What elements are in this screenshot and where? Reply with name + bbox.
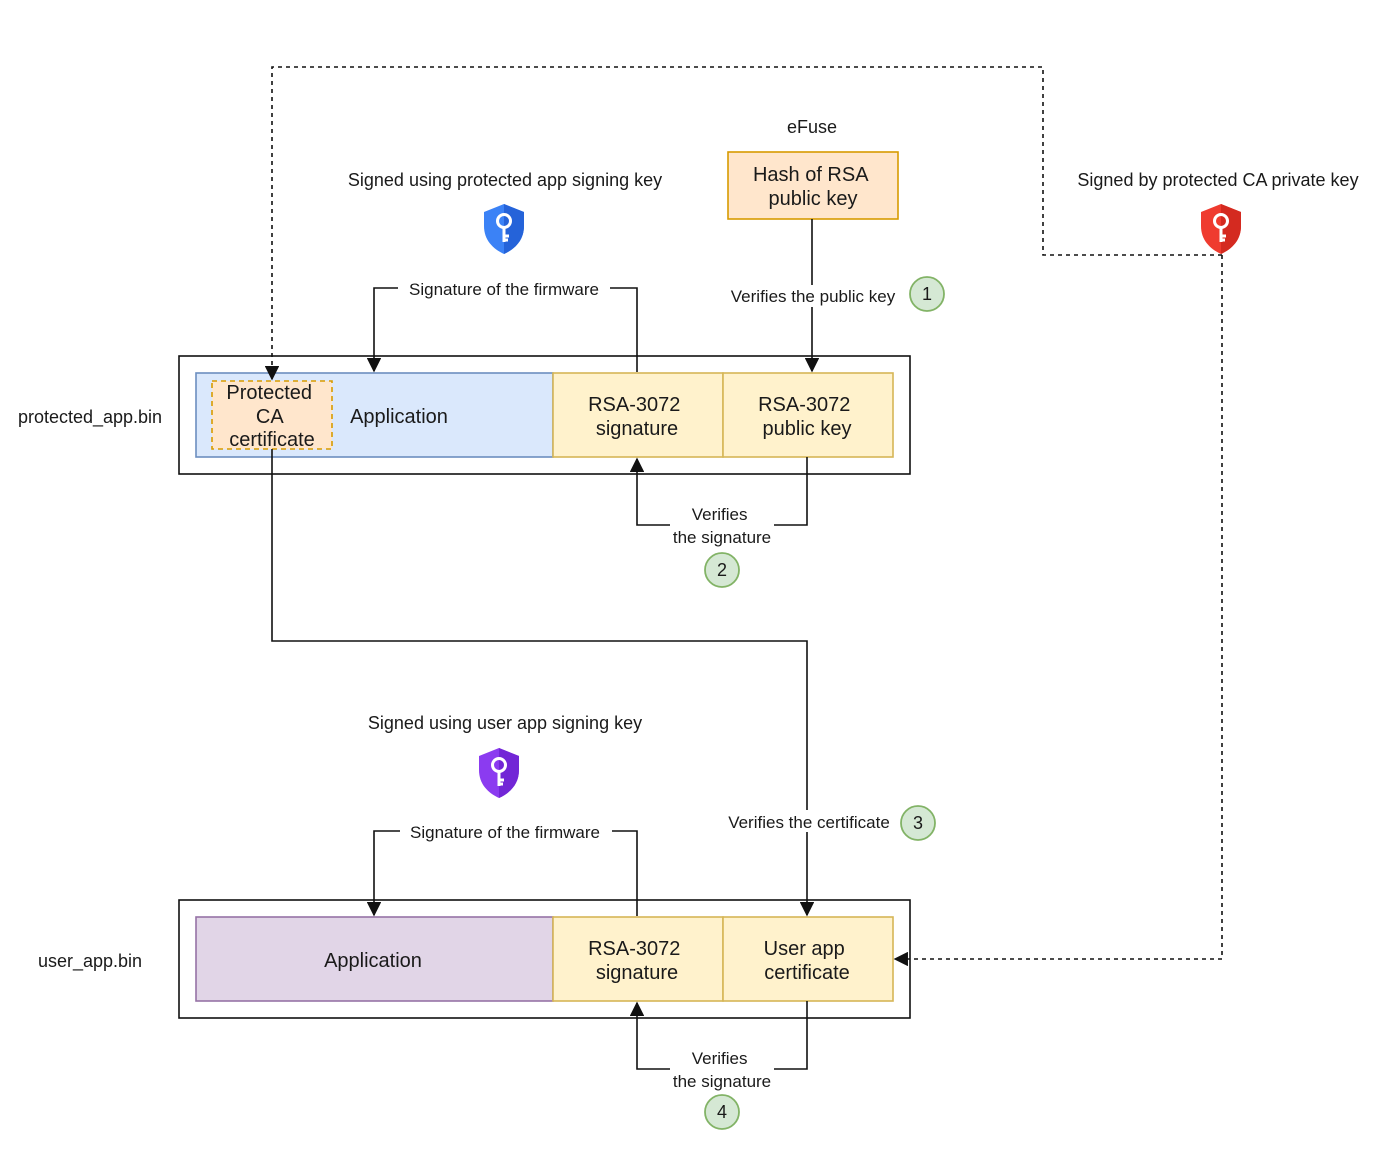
purple-shield-key-icon	[479, 748, 519, 798]
user-certificate-text: User app certificate	[764, 938, 851, 984]
protected-app-key-label: Signed using protected app signing key	[348, 170, 662, 190]
efuse-hash-box	[727, 151, 899, 220]
red-shield-key-icon	[1201, 204, 1241, 254]
efuse-title: eFuse	[787, 117, 837, 137]
protected-signature-block	[552, 372, 724, 458]
efuse-hash-text: Hash of RSA public key	[753, 164, 873, 210]
user-application-block	[195, 916, 554, 1002]
sig-fw-bottom-label: Signature of the firmware	[410, 823, 600, 842]
verifies-sig-top-label: Verifies the signature	[673, 505, 771, 547]
step-2-badge: 2	[704, 552, 740, 588]
user-application-text: Application	[324, 950, 422, 972]
blue-shield-key-icon	[484, 204, 524, 254]
sig-fw-top-label: Signature of the firmware	[409, 280, 599, 299]
svg-text:1: 1	[922, 284, 932, 304]
protected-bin-label: protected_app.bin	[18, 407, 162, 428]
ca-signing-dashed-connector-bottom	[893, 255, 1223, 967]
svg-text:3: 3	[913, 813, 923, 833]
protected-ca-certificate-text: Protected CA certificate	[226, 382, 317, 451]
step-1-badge: 1	[909, 276, 945, 312]
protected-ca-key-label: Signed by protected CA private key	[1077, 170, 1358, 190]
svg-text:2: 2	[717, 560, 727, 580]
verifies-cert-label: Verifies the certificate	[728, 813, 890, 832]
protected-public-key-text: RSA-3072 public key	[758, 394, 856, 440]
svg-text:4: 4	[717, 1102, 727, 1122]
verifies-cert-connector	[271, 449, 815, 917]
ca-signing-dashed-connector-top	[264, 66, 1222, 381]
verifies-sig-bottom-label: Verifies the signature	[673, 1049, 771, 1091]
user-certificate-block	[722, 916, 894, 1002]
user-signature-text: RSA-3072 signature	[588, 938, 686, 984]
protected-signature-text: RSA-3072 signature	[588, 394, 686, 440]
user-signature-block	[552, 916, 724, 1002]
step-3-badge: 3	[900, 805, 936, 841]
user-bin-label: user_app.bin	[38, 951, 142, 972]
verifies-pubkey-label: Verifies the public key	[731, 287, 896, 306]
user-app-key-label: Signed using user app signing key	[368, 713, 642, 733]
step-4-badge: 4	[704, 1094, 740, 1130]
protected-application-text: Application	[350, 406, 448, 428]
protected-public-key-block	[722, 372, 894, 458]
